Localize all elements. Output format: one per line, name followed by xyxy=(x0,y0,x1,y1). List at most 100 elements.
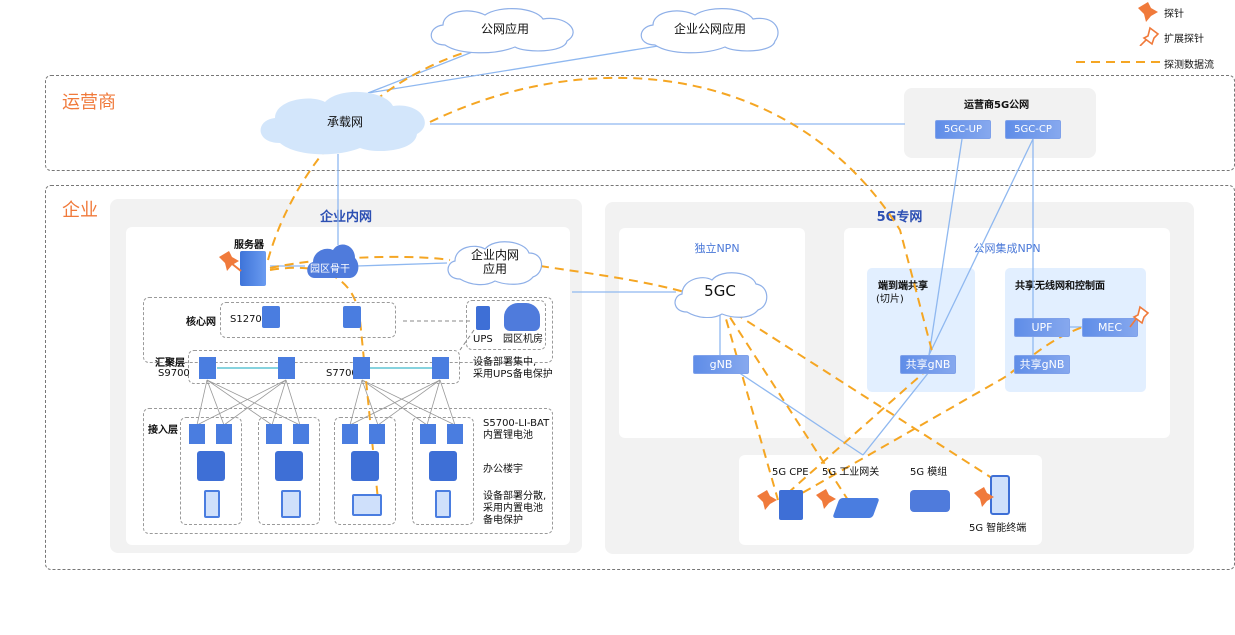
building-note: 办公楼宇 xyxy=(483,464,523,475)
dc-label: 园区机房 xyxy=(503,334,543,345)
access-switch-note-2: 内置锂电池 xyxy=(483,430,533,441)
intranet-title: 企业内网 xyxy=(319,210,372,225)
access-group-4 xyxy=(412,417,474,525)
phone-icon xyxy=(435,490,451,518)
cloud-bearer xyxy=(260,91,425,155)
shared-gnb2-block: 共享gNB xyxy=(1014,355,1070,374)
cloud-public-app xyxy=(430,8,574,54)
agg-switch-right: S7700 xyxy=(326,368,358,379)
probe-pin-icon-gateway xyxy=(816,489,836,509)
dist-note-3: 备电保护 xyxy=(483,515,523,526)
operator-5g-title: 运营商5G公网 xyxy=(964,100,1030,111)
tablet-icon xyxy=(281,490,301,518)
access-switch-icon xyxy=(216,424,232,444)
bearer-label: 承载网 xyxy=(326,115,363,129)
shared-ran-title: 共享无线网和控制面 xyxy=(1015,281,1105,292)
probe-pin-icon-smart xyxy=(974,487,994,507)
module-label: 5G 模组 xyxy=(910,467,948,478)
cloud-ent-public-app xyxy=(640,8,779,54)
flow-5gc-cpe xyxy=(721,304,779,501)
access-switch-icon xyxy=(447,424,463,444)
phone-icon xyxy=(204,490,220,518)
flow-5gc-gateway xyxy=(721,304,849,501)
core-switch-label: S12700 xyxy=(230,314,269,325)
upf-block: UPF xyxy=(1014,318,1070,337)
link-gnb-terminals xyxy=(737,371,864,456)
legend-flow-label: 探测数据流 xyxy=(1164,60,1214,71)
5gc-cp-block: 5GC-CP xyxy=(1005,120,1061,139)
link-5gccp-sharedgnb xyxy=(928,138,1034,356)
ent-public-app-label: 企业公网应用 xyxy=(673,22,746,36)
agg-switch-icon-1 xyxy=(199,357,216,379)
5gc-up-block: 5GC-UP xyxy=(935,120,991,139)
core-label: 核心网 xyxy=(186,317,216,328)
server-label: 服务器 xyxy=(234,240,264,251)
smart-label: 5G 智能终端 xyxy=(969,523,1027,534)
core-switch-icon-2 xyxy=(343,306,361,328)
5gc-label: 5GC xyxy=(704,282,736,300)
operator-zone-label: 运营商 xyxy=(62,92,116,113)
enterprise-zone-label: 企业 xyxy=(62,200,98,221)
snpn-title: 独立NPN xyxy=(694,242,740,255)
agg-switch-icon-3 xyxy=(353,357,370,379)
ups-box xyxy=(466,300,546,350)
access-box xyxy=(143,408,553,534)
agg-switch-icon-4 xyxy=(432,357,449,379)
intranet-app-label-1: 企业内网 xyxy=(470,248,519,262)
building-icon xyxy=(275,451,303,481)
access-switch-icon xyxy=(293,424,309,444)
access-switch-icon xyxy=(189,424,205,444)
access-group-1 xyxy=(180,417,242,525)
link-5gcup-sharedgnb xyxy=(928,138,963,356)
legend-probe-icon xyxy=(1138,2,1158,22)
gateway-label: 5G 工业网关 xyxy=(822,467,880,478)
link-backbone-intranetapp xyxy=(356,262,448,267)
core-network-box xyxy=(143,297,553,363)
core-switch-icon-1 xyxy=(262,306,280,328)
cloud-5gc xyxy=(674,272,768,318)
legend-ext-probe-icon xyxy=(1139,26,1160,46)
snpn-panel xyxy=(619,228,805,438)
access-label: 接入层 xyxy=(148,425,178,436)
probe-pin-icon-server xyxy=(219,251,242,272)
link-bearer-publicapp xyxy=(367,46,486,94)
access-switch-icon xyxy=(420,424,436,444)
datacenter-icon xyxy=(504,303,540,331)
link-sharedgnb-terminals xyxy=(862,371,930,456)
building-icon xyxy=(197,451,225,481)
access-switch-icon xyxy=(342,424,358,444)
cpe-label: 5G CPE xyxy=(772,467,809,478)
public-app-label: 公网应用 xyxy=(480,22,529,36)
building-icon xyxy=(429,451,457,481)
pni-title: 公网集成NPN xyxy=(973,242,1041,255)
access-switch-note-1: S5700-LI-BAT xyxy=(483,418,550,429)
agg-box xyxy=(188,350,460,384)
slice-title-2: (切片) xyxy=(876,294,904,305)
cpe-icon xyxy=(779,490,803,520)
ext-probe-pin-icon-mec xyxy=(1129,305,1150,328)
intranet-app-label-2: 应用 xyxy=(482,262,507,276)
laptop-icon xyxy=(352,494,382,516)
agg-switch-icon-2 xyxy=(278,357,295,379)
cloud-campus-backbone xyxy=(307,244,359,278)
building-icon xyxy=(351,451,379,481)
flow-5gc-smart xyxy=(721,304,996,481)
flow-server-intranetapp xyxy=(269,255,451,269)
link-bearer-entpublicapp xyxy=(367,45,659,94)
flow-bearer-arc xyxy=(429,76,938,371)
ups-icon xyxy=(476,306,490,330)
access-group-3 xyxy=(334,417,396,525)
private5g-title: 5G专网 xyxy=(876,210,923,225)
slice-title-1: 端到端共享 xyxy=(878,281,928,292)
cloud-intranet-app xyxy=(447,241,543,286)
shared-gnb-block: 共享gNB xyxy=(900,355,956,374)
5g-module-icon xyxy=(910,490,950,512)
ups-label: UPS xyxy=(473,334,493,345)
power-note-1: 设备部署集中, xyxy=(473,357,537,368)
core-switch-box xyxy=(220,302,396,338)
legend-flow-line xyxy=(1076,61,1160,63)
smart-terminal-icon xyxy=(990,475,1010,515)
flow-sharedgnb-cpe xyxy=(779,367,930,501)
dist-note-2: 采用内置电池 xyxy=(483,503,543,514)
access-group-2 xyxy=(258,417,320,525)
